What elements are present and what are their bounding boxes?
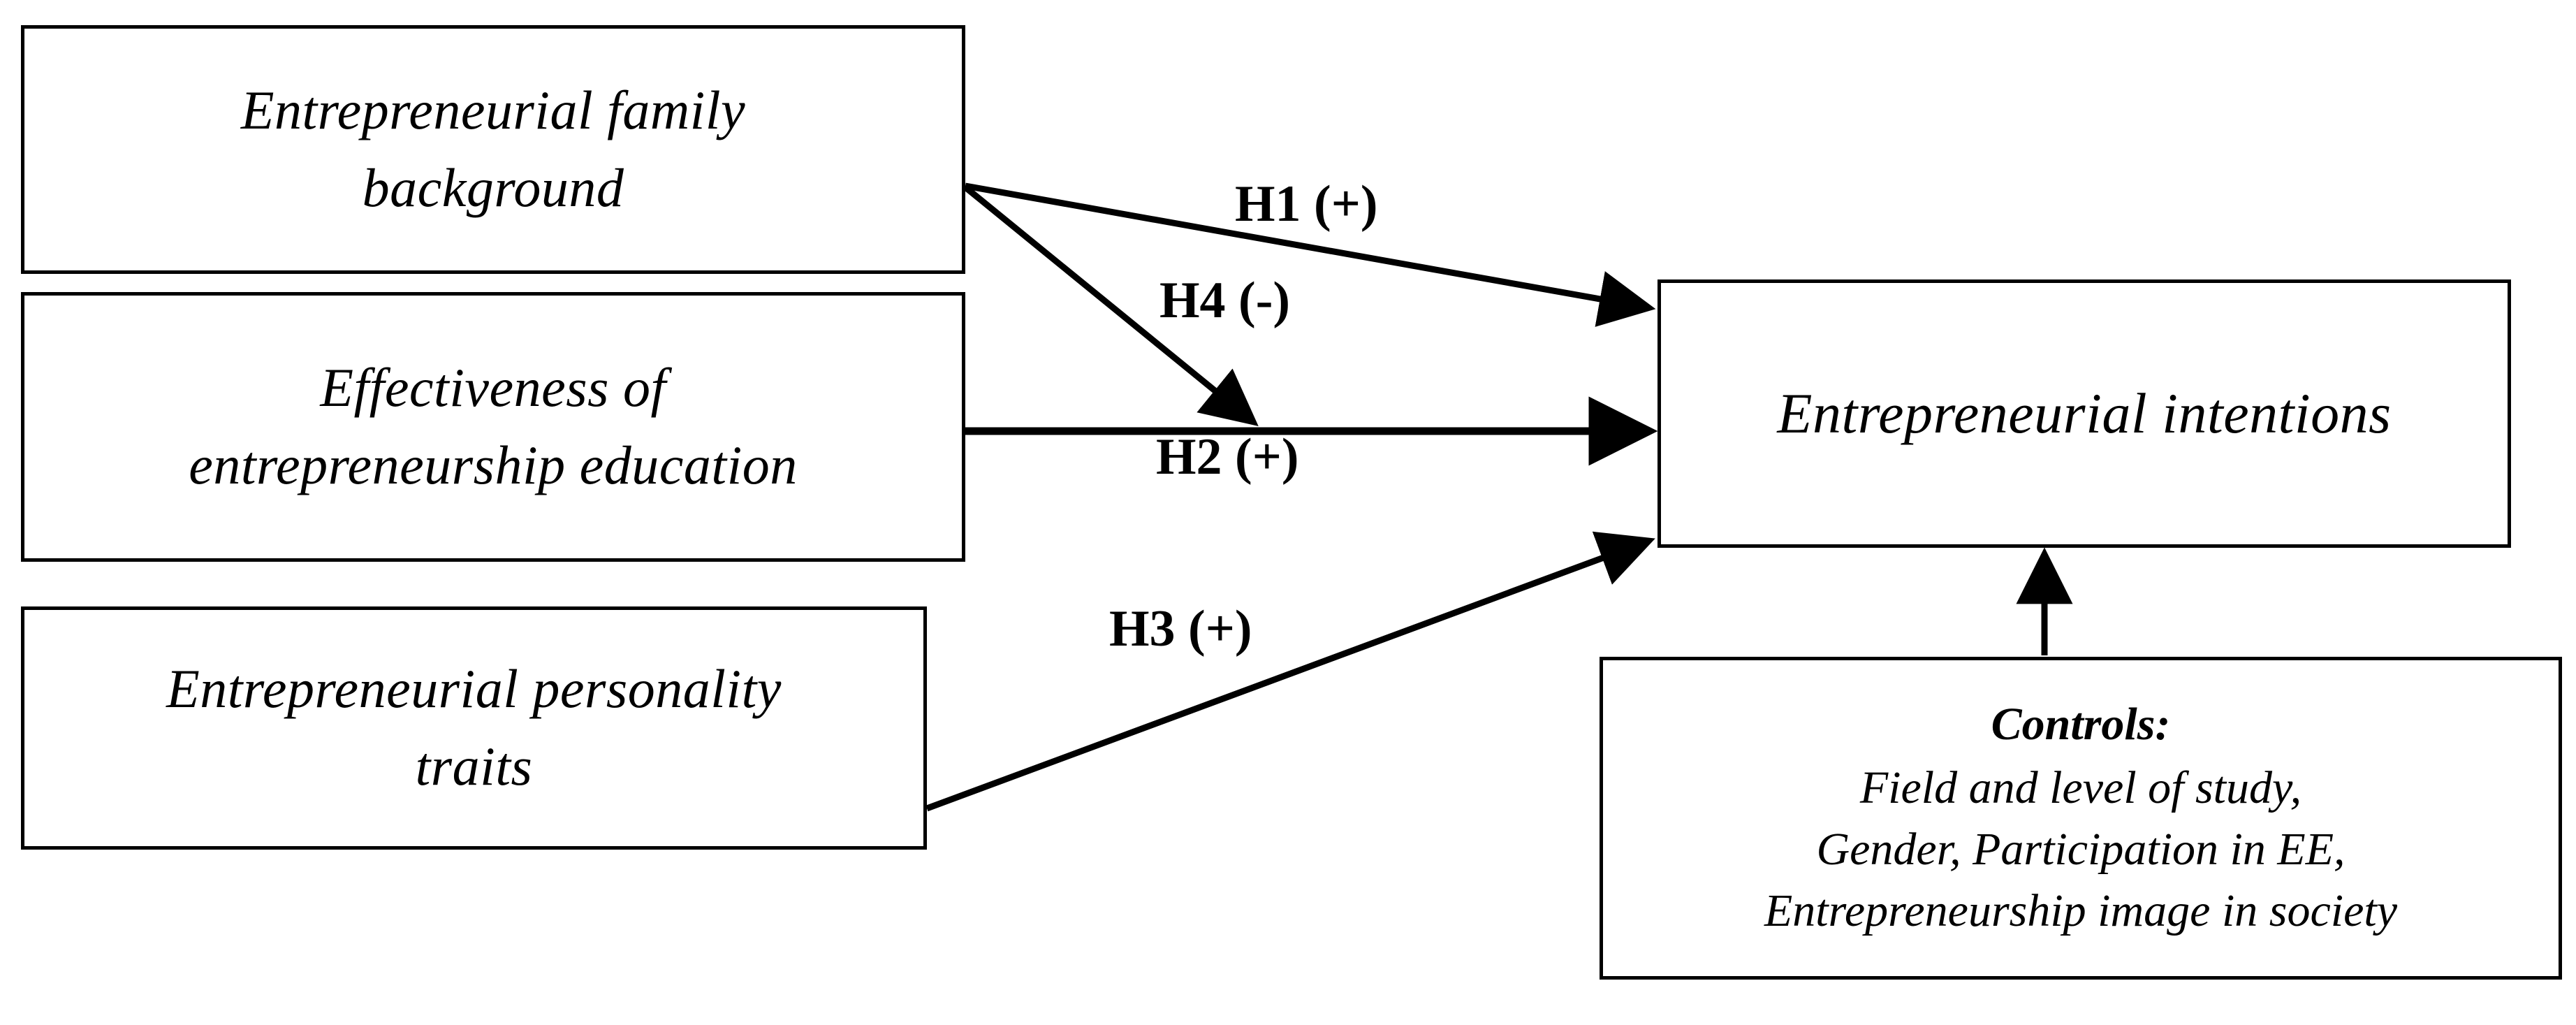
node-entrepreneurial-family-background[interactable]: Entrepreneurial family background [21,25,965,274]
node-effectiveness-of-entrepreneurship-education[interactable]: Effectiveness of entrepreneurship educat… [21,292,965,562]
node-label: Entrepreneurial intentions [1777,381,2392,445]
node-label: Entrepreneurial personality traits [166,658,782,797]
controls-item: Gender, Participation in EE, [1816,824,2346,875]
controls-content: Controls: Field and level of study, Gend… [1764,694,2397,943]
edge-h3-line [925,531,1655,812]
node-entrepreneurial-intentions[interactable]: Entrepreneurial intentions [1657,279,2511,548]
controls-item: Entrepreneurship image in society [1764,885,2398,937]
edge-label-h2: H2 (+) [1156,428,1299,486]
controls-title: Controls: [1991,699,2171,750]
edge-label-h4: H4 (-) [1159,272,1290,329]
node-label: Effectiveness of entrepreneurship educat… [189,357,798,495]
node-entrepreneurial-personality-traits[interactable]: Entrepreneurial personality traits [21,606,927,850]
edge-label-h3: H3 (+) [1109,600,1252,657]
edge-label-h1: H1 (+) [1235,175,1378,233]
node-label: Entrepreneurial family background [240,80,746,218]
controls-item: Field and level of study, [1859,762,2302,813]
node-controls[interactable]: Controls: Field and level of study, Gend… [1600,657,2562,980]
